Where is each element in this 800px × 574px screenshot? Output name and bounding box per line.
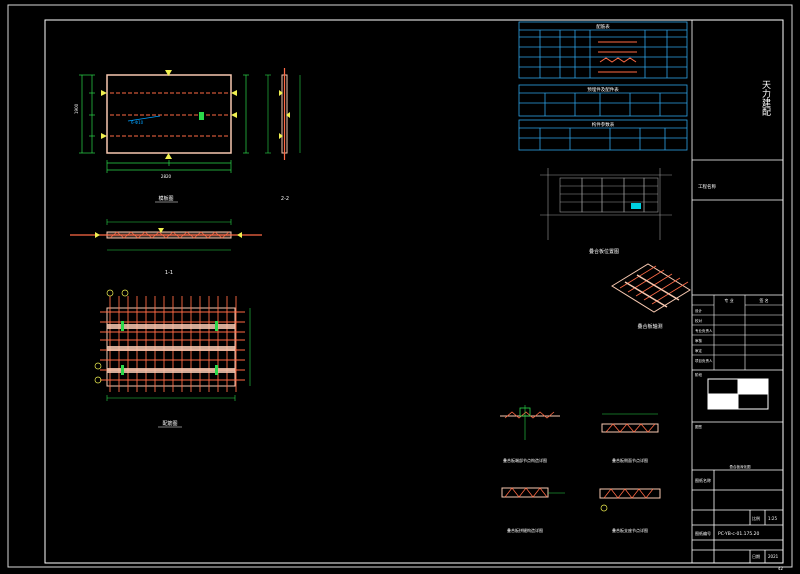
project-label: 工程名称 xyxy=(698,183,716,190)
key-plan: 叠合板位置图 xyxy=(540,168,672,255)
date-label: 日期 xyxy=(752,553,760,559)
section-1-1-title: 1-1 xyxy=(165,270,173,276)
signature-header-1: 专 业 xyxy=(724,297,733,303)
detail-3-title: 叠合板拼缝构造详图 xyxy=(507,527,543,533)
rebar-shape-marks xyxy=(598,41,637,73)
section-2-2: 2-2 xyxy=(265,68,301,202)
detail-2: 叠合板侧面节点详图 xyxy=(601,413,659,463)
drawing-no-label: 图纸编号 xyxy=(695,530,711,536)
rebar-plan: 配筋图 xyxy=(94,289,251,428)
drawing-name-label: 图纸名称 xyxy=(695,477,711,483)
detail-1-title: 叠合板端部节点构造详图 xyxy=(503,457,547,463)
embedded-table xyxy=(518,84,688,117)
detail-4-title: 叠合板支座节点详图 xyxy=(612,527,648,533)
iso-view: 叠合板轴测 xyxy=(611,263,691,330)
rebar-table-title: 配筋表 xyxy=(596,23,610,30)
row-approve: 审定 xyxy=(695,348,703,353)
page-number: 42 xyxy=(778,566,784,571)
plan-dim-width: 1900 xyxy=(74,103,79,114)
stamp-label: 图签 xyxy=(695,424,703,429)
detail-3: 叠合板拼缝构造详图 xyxy=(501,487,565,533)
rebar-plan-vertical-bars xyxy=(109,296,237,392)
row-design: 设计 xyxy=(695,308,703,313)
row-check: 校对 xyxy=(695,318,703,323)
scale-label: 比例 xyxy=(752,515,760,521)
row-review: 审核 xyxy=(695,338,703,343)
rebar-plan-title: 配筋图 xyxy=(162,420,177,427)
key-plan-title: 叠合板位置图 xyxy=(589,248,619,255)
row-lead: 专业负责人 xyxy=(695,328,713,333)
signature-header-2: 签 名 xyxy=(759,297,768,303)
truss-strips xyxy=(107,324,235,373)
company-name: 天力建配 xyxy=(760,80,771,117)
iso-view-title: 叠合板轴测 xyxy=(637,323,662,330)
detail-4: 叠合板支座节点详图 xyxy=(599,488,661,533)
date-value: 2021 xyxy=(768,554,779,559)
stage-label: 阶段 xyxy=(695,372,703,377)
scale-value: 1:25 xyxy=(768,516,777,521)
drawing-name-inline: 叠合板深化图 xyxy=(730,464,751,469)
embedded-table-title: 预埋件及配件表 xyxy=(587,86,619,93)
drawing-no: PC-YB-c-01.175.20 xyxy=(718,531,760,537)
component-table-title: 构件参数表 xyxy=(592,121,615,128)
plan-dim-overall: 2820 xyxy=(161,174,172,179)
row-pm: 项目负责人 xyxy=(695,358,713,363)
plan-panel-outline xyxy=(106,74,232,154)
signature-table xyxy=(692,295,783,370)
section-2-2-title: 2-2 xyxy=(281,196,289,202)
title-block xyxy=(691,20,783,563)
detail-2-title: 叠合板侧面节点详图 xyxy=(612,457,648,463)
section-1-1: 1-1 xyxy=(70,219,262,276)
component-table xyxy=(518,119,688,151)
stamp-box xyxy=(707,378,769,410)
sheet-outer-border xyxy=(7,4,793,568)
sheet-inner-border xyxy=(44,19,784,564)
detail-1: 叠合板端部节点构造详图 xyxy=(500,405,560,463)
rebar-table xyxy=(518,21,688,79)
plan-view-title: 模板图 xyxy=(158,195,173,202)
plan-view: 2820 1900 6-Φ10 模板图 xyxy=(74,70,249,203)
plan-rebar-tag: 6-Φ10 xyxy=(131,120,144,125)
